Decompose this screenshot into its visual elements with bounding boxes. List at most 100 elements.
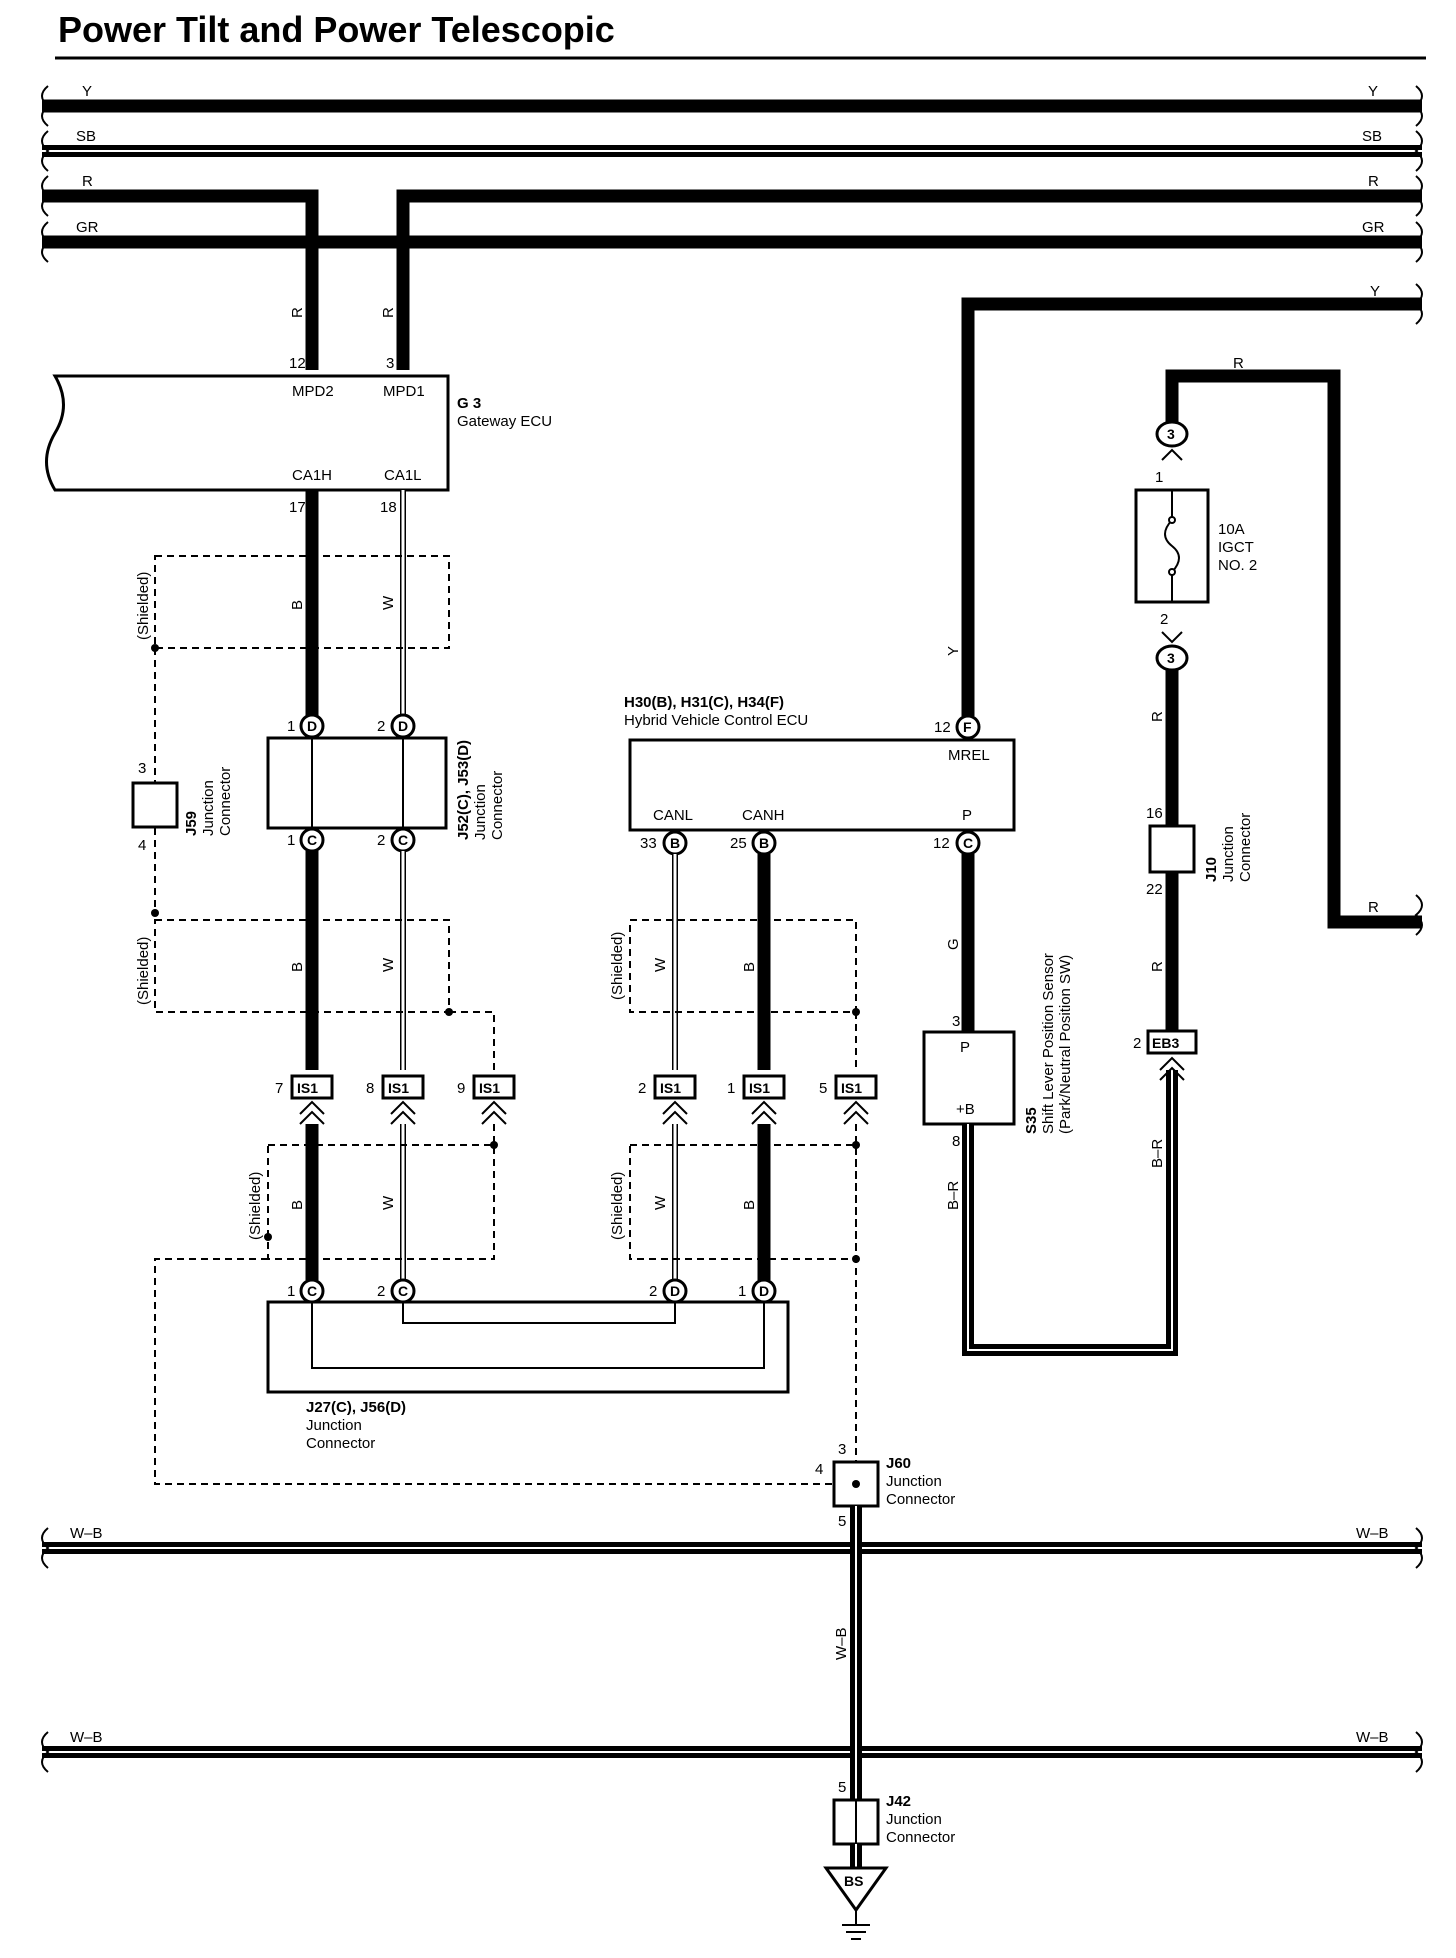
svg-text:33: 33 <box>640 835 657 852</box>
fuse-10a-igct-no2: 3 1 2 3 10A IGCT NO. 2 <box>1134 420 1257 672</box>
svg-text:IS1: IS1 <box>749 1080 770 1096</box>
svg-text:Connector: Connector <box>306 1435 375 1452</box>
svg-text:B–R: B–R <box>945 1181 962 1210</box>
svg-text:B: B <box>759 835 769 851</box>
svg-text:10A: 10A <box>1218 521 1245 538</box>
svg-text:H30(B), H31(C), H34(F): H30(B), H31(C), H34(F) <box>624 694 784 711</box>
svg-text:8: 8 <box>366 1080 374 1097</box>
svg-text:C: C <box>307 1283 317 1299</box>
svg-text:IS1: IS1 <box>297 1080 318 1096</box>
gateway-ecu-code: G 3 <box>457 395 481 412</box>
svg-text:18: 18 <box>380 499 397 516</box>
bus-label-y-right: Y <box>1368 83 1378 100</box>
svg-text:2: 2 <box>377 832 385 849</box>
svg-text:B: B <box>289 962 306 972</box>
svg-text:2: 2 <box>649 1283 657 1300</box>
svg-text:9: 9 <box>457 1080 465 1097</box>
is1-connectors: IS1 7 IS1 8 IS1 9 IS1 2 IS1 1 IS1 5 <box>275 1074 878 1125</box>
svg-text:D: D <box>398 718 408 734</box>
svg-text:IS1: IS1 <box>388 1080 409 1096</box>
svg-text:8: 8 <box>952 1133 960 1150</box>
wire-r-fuse <box>1165 369 1422 929</box>
svg-text:G: G <box>945 938 962 950</box>
hybrid-vehicle-control-ecu: H30(B), H31(C), H34(F) Hybrid Vehicle Co… <box>624 694 1016 856</box>
svg-text:NO. 2: NO. 2 <box>1218 557 1257 574</box>
svg-text:(Shielded): (Shielded) <box>247 1172 264 1240</box>
svg-text:J27(C), J56(D): J27(C), J56(D) <box>306 1399 406 1416</box>
wire-label-r-mpd1: R <box>380 307 397 318</box>
svg-text:C: C <box>963 835 973 851</box>
svg-text:1: 1 <box>1155 469 1163 486</box>
svg-text:Junction: Junction <box>200 780 217 836</box>
svg-text:3: 3 <box>1167 426 1175 442</box>
j10-junction-connector: 16 22 J10 Junction Connector <box>1146 805 1254 898</box>
svg-text:J10: J10 <box>1203 857 1220 882</box>
svg-text:12: 12 <box>934 719 951 736</box>
is1-pin-2: IS1 2 <box>638 1074 697 1100</box>
svg-text:EB3: EB3 <box>1152 1035 1179 1051</box>
svg-text:12: 12 <box>933 835 950 852</box>
j59-junction-connector <box>131 781 179 829</box>
svg-text:2: 2 <box>1160 611 1168 628</box>
bus-label-sb-right: SB <box>1362 128 1382 145</box>
svg-text:S35: S35 <box>1023 1107 1040 1134</box>
svg-text:4: 4 <box>138 837 146 854</box>
svg-text:Connector: Connector <box>489 771 506 840</box>
svg-text:+B: +B <box>956 1101 975 1118</box>
gateway-ecu: 12 3 MPD2 MPD1 CA1H CA1L 17 18 G 3 Gatew… <box>45 355 552 516</box>
svg-text:W: W <box>652 1195 669 1210</box>
svg-text:(Shielded): (Shielded) <box>135 572 152 640</box>
svg-text:Junction: Junction <box>886 1473 942 1490</box>
svg-text:Connector: Connector <box>217 767 234 836</box>
svg-text:R: R <box>1149 711 1166 722</box>
svg-text:BS: BS <box>844 1873 863 1889</box>
svg-text:J59: J59 <box>183 811 200 836</box>
is1-pin-5: IS1 5 <box>819 1074 878 1100</box>
bus-break-left <box>41 85 50 263</box>
svg-text:Junction: Junction <box>306 1417 362 1434</box>
svg-text:12: 12 <box>289 355 306 372</box>
svg-text:1: 1 <box>287 1283 295 1300</box>
svg-text:2: 2 <box>377 1283 385 1300</box>
svg-text:C: C <box>398 832 408 848</box>
bus-wire-r-left <box>42 189 319 370</box>
shield-box-2 <box>154 919 450 1013</box>
bus-label-r-right: R <box>1368 173 1379 190</box>
svg-text:J52(C), J53(D): J52(C), J53(D) <box>455 740 472 840</box>
svg-text:3: 3 <box>386 355 394 372</box>
j52-j53-junction-connector: D D C C 1 2 1 2 J52(C), J53(D) Junction … <box>266 713 506 853</box>
bus-label-r-left: R <box>82 173 93 190</box>
svg-text:CA1H: CA1H <box>292 467 332 484</box>
svg-text:D: D <box>670 1283 680 1299</box>
svg-text:W: W <box>380 595 397 610</box>
svg-text:5: 5 <box>838 1513 846 1530</box>
svg-text:1: 1 <box>727 1080 735 1097</box>
svg-text:25: 25 <box>730 835 747 852</box>
svg-text:R: R <box>1368 899 1379 916</box>
svg-text:3: 3 <box>138 760 146 777</box>
shield-box-1 <box>154 555 450 649</box>
wire-label-r-mpd2: R <box>289 307 306 318</box>
svg-text:CA1L: CA1L <box>384 467 422 484</box>
svg-text:J42: J42 <box>886 1793 911 1810</box>
svg-text:22: 22 <box>1146 881 1163 898</box>
svg-text:MPD2: MPD2 <box>292 383 334 400</box>
svg-text:Y: Y <box>1370 283 1380 300</box>
is1-pin-9: IS1 9 <box>457 1074 516 1100</box>
svg-text:5: 5 <box>819 1080 827 1097</box>
svg-text:B: B <box>289 1200 306 1210</box>
svg-text:Junction: Junction <box>1220 826 1237 882</box>
svg-text:CANH: CANH <box>742 807 785 824</box>
svg-text:W: W <box>652 957 669 972</box>
svg-text:B: B <box>741 962 758 972</box>
svg-text:Connector: Connector <box>886 1491 955 1508</box>
svg-text:5: 5 <box>838 1779 846 1796</box>
svg-text:W–B: W–B <box>70 1525 103 1542</box>
s35-shift-lever-position-sensor: P +B 3 8 S35 Shift Lever Position Sensor… <box>922 953 1074 1150</box>
svg-text:W–B: W–B <box>1356 1729 1389 1746</box>
svg-text:B: B <box>741 1200 758 1210</box>
svg-text:(Shielded): (Shielded) <box>609 932 626 1000</box>
svg-text:Connector: Connector <box>886 1829 955 1846</box>
svg-text:W: W <box>380 1195 397 1210</box>
svg-text:P: P <box>962 807 972 824</box>
